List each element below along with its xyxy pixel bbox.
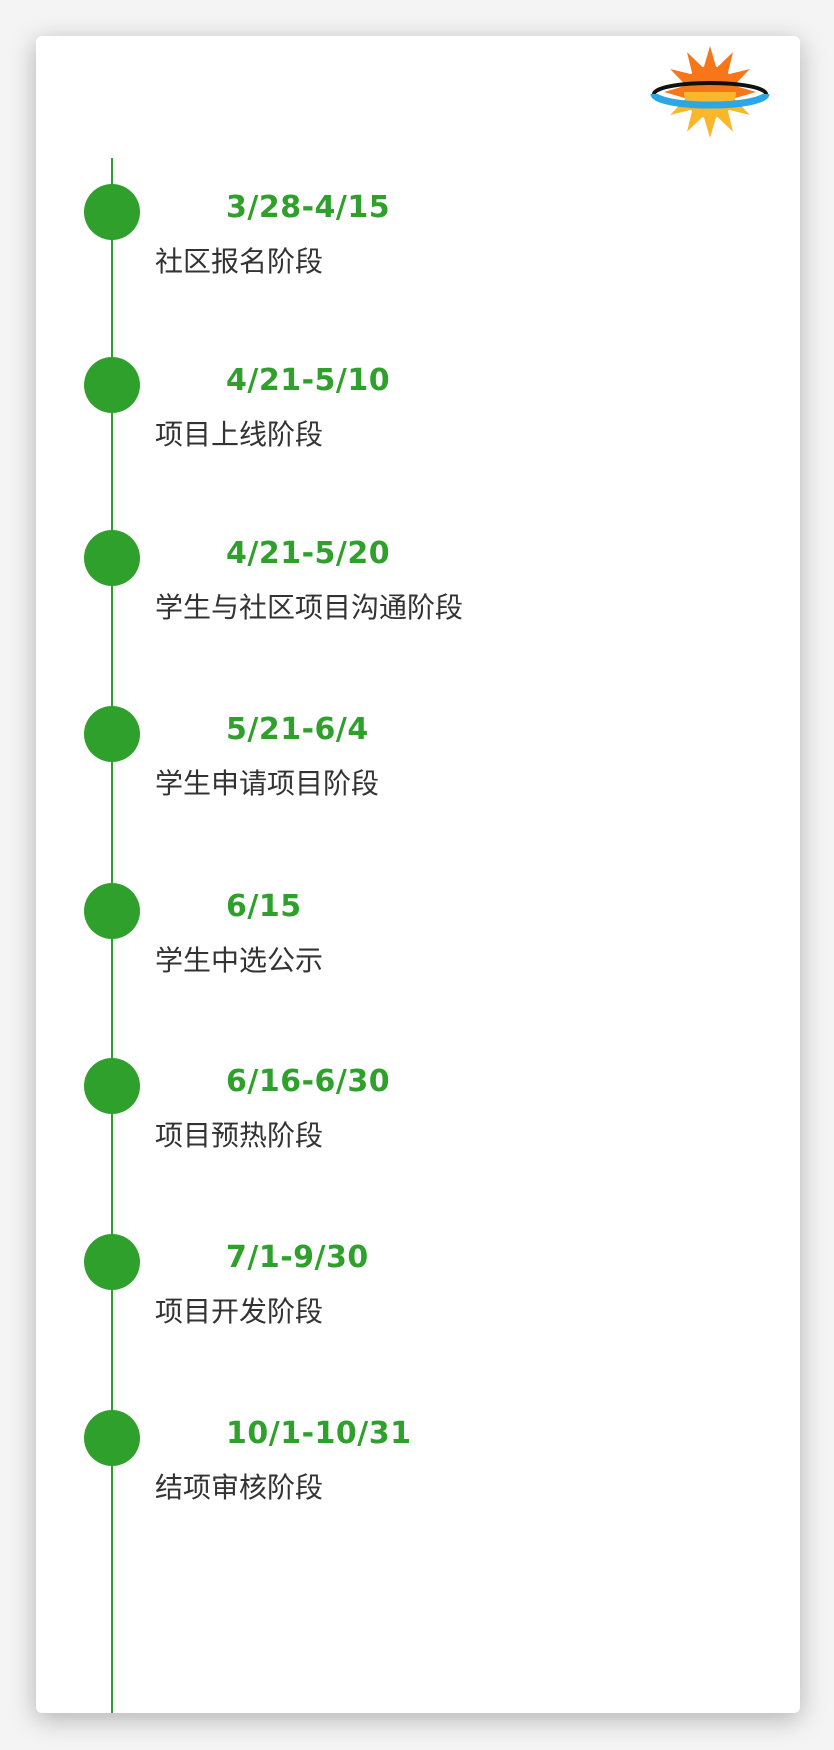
timeline-item: 6/16-6/30 项目预热阶段 xyxy=(36,1058,796,1178)
timeline-dot xyxy=(84,530,140,586)
timeline-dot xyxy=(84,706,140,762)
timeline-item: 4/21-5/10 项目上线阶段 xyxy=(36,357,796,477)
timeline-label: 项目预热阶段 xyxy=(155,1119,324,1152)
timeline-date: 4/21-5/20 xyxy=(226,536,391,571)
timeline-label: 学生申请项目阶段 xyxy=(155,767,380,800)
timeline-label: 项目开发阶段 xyxy=(155,1295,324,1328)
timeline-dot xyxy=(84,1058,140,1114)
timeline-item: 5/21-6/4 学生申请项目阶段 xyxy=(36,706,796,826)
timeline-dot xyxy=(84,1234,140,1290)
timeline-date: 4/21-5/10 xyxy=(226,363,391,398)
sun-logo-icon xyxy=(650,46,770,138)
timeline-label: 学生与社区项目沟通阶段 xyxy=(155,591,464,624)
timeline-label: 学生中选公示 xyxy=(155,944,324,977)
timeline-item: 3/28-4/15 社区报名阶段 xyxy=(36,184,796,304)
timeline-dot xyxy=(84,357,140,413)
timeline-item: 7/1-9/30 项目开发阶段 xyxy=(36,1234,796,1354)
timeline-dot xyxy=(84,1410,140,1466)
timeline-item: 10/1-10/31 结项审核阶段 xyxy=(36,1410,796,1530)
timeline-item: 6/15 学生中选公示 xyxy=(36,883,796,1003)
timeline-label: 结项审核阶段 xyxy=(155,1471,324,1504)
timeline-date: 3/28-4/15 xyxy=(226,190,391,225)
timeline-dot xyxy=(84,184,140,240)
timeline-date: 5/21-6/4 xyxy=(226,712,369,747)
timeline-date: 7/1-9/30 xyxy=(226,1240,369,1275)
timeline-date: 6/16-6/30 xyxy=(226,1064,391,1099)
timeline-dot xyxy=(84,883,140,939)
timeline-label: 社区报名阶段 xyxy=(155,245,324,278)
timeline-item: 4/21-5/20 学生与社区项目沟通阶段 xyxy=(36,530,796,650)
timeline-date: 10/1-10/31 xyxy=(226,1416,412,1451)
timeline-card: 3/28-4/15 社区报名阶段 4/21-5/10 项目上线阶段 4/21-5… xyxy=(36,36,800,1713)
timeline-date: 6/15 xyxy=(226,889,302,924)
timeline-label: 项目上线阶段 xyxy=(155,418,324,451)
